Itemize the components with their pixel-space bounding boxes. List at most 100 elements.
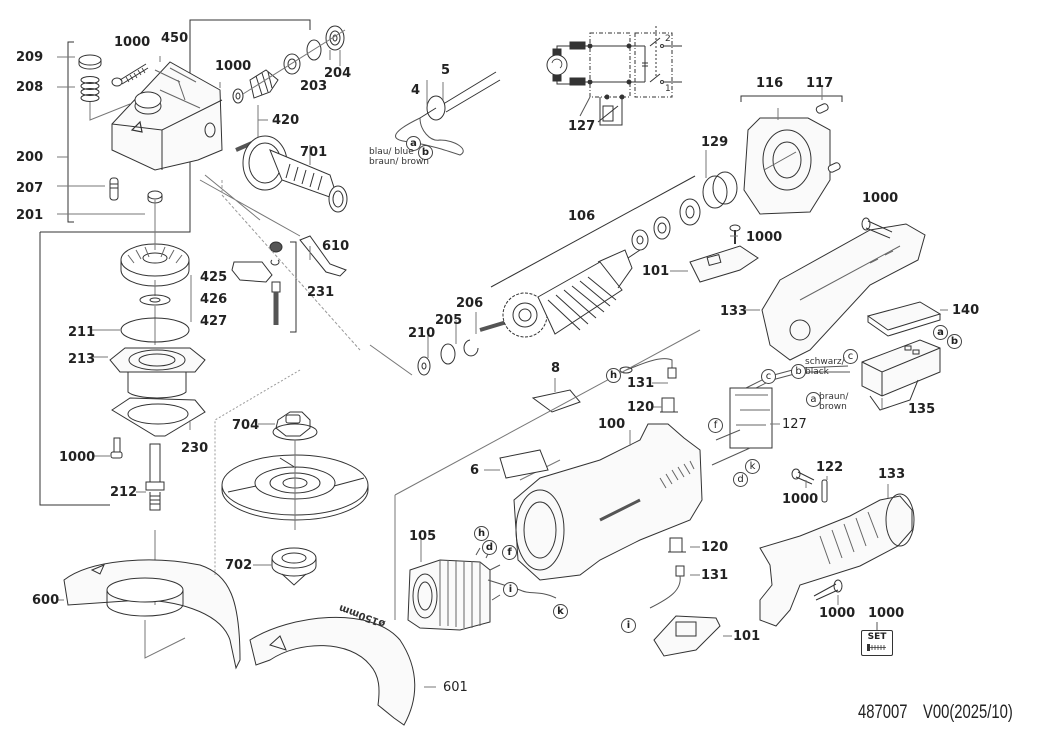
gear-housing-200-icon	[111, 61, 223, 171]
document-version: V00(2025/10)	[923, 702, 1013, 723]
connector-marker-k: k	[553, 604, 568, 619]
part-label-120-lower: 120	[701, 540, 729, 555]
part-label-101-top: 101	[642, 264, 670, 279]
part-label-135: 135	[908, 402, 936, 417]
part-label-127-schematic: 127	[568, 119, 596, 134]
switch-position-1: 1	[665, 84, 671, 94]
shaft-washers-icon	[369, 339, 479, 376]
wheel-group-box	[214, 369, 301, 575]
part-label-120-top: 120	[627, 400, 655, 415]
part-426-washer-icon	[139, 294, 171, 306]
part-label-1000-screw: 1000	[114, 35, 151, 50]
part-label-105: 105	[409, 529, 437, 544]
part-label-5: 5	[441, 63, 451, 78]
part-label-133-grip: 133	[878, 467, 906, 482]
part-label-207: 207	[16, 181, 44, 196]
bracket-106	[490, 175, 696, 288]
part-label-100: 100	[598, 417, 626, 432]
guard-601-icon	[249, 616, 416, 726]
part-label-427: 427	[200, 314, 228, 329]
part-label-211: 211	[68, 325, 96, 340]
switch-135-icon	[861, 339, 941, 411]
part-122-clip-icon	[821, 479, 828, 503]
stator-105-icon	[407, 547, 557, 631]
connector-marker-i: i	[503, 582, 518, 597]
part-label-203: 203	[300, 79, 328, 94]
connector-marker-f: f	[502, 545, 517, 560]
part-label-426: 426	[200, 292, 228, 307]
part-label-140: 140	[952, 303, 980, 318]
part-201-bushing-icon	[147, 190, 163, 204]
part-1000-screw-small-icon	[729, 224, 741, 244]
rear-grip-133-icon	[759, 493, 915, 627]
part-129-bearing-sleeve-icon	[702, 171, 738, 209]
end-housing-116-icon	[743, 117, 831, 215]
part-label-4: 4	[411, 83, 421, 98]
part-label-129: 129	[701, 135, 729, 150]
part-label-1000-handle-screw: 1000	[862, 191, 899, 206]
connector-marker-b-harness: b	[791, 364, 806, 379]
part-203-ring-icon	[306, 39, 322, 61]
part-label-131-lower: 131	[701, 568, 729, 583]
connector-marker-b-switch: b	[947, 334, 962, 349]
assembly-axis	[394, 329, 701, 496]
switch-position-2: 2	[665, 34, 671, 44]
bracket-gear-assembly	[39, 232, 110, 506]
bearing-flange-213-icon	[109, 347, 206, 399]
part-label-1000-grip-screw: 1000	[819, 606, 856, 621]
spindle-212-icon	[145, 443, 165, 511]
brush-cover-101-lower-icon	[653, 615, 721, 657]
part-label-213: 213	[68, 352, 96, 367]
part-label-131-top: 131	[627, 376, 655, 391]
part-1000-screw-handle-icon	[861, 217, 893, 239]
part-label-209: 209	[16, 50, 44, 65]
part-label-600: 600	[32, 593, 60, 608]
part-211-oring-icon	[120, 317, 190, 343]
connector-marker-d-harness: d	[733, 472, 748, 487]
leader-208	[89, 102, 131, 121]
part-label-701: 701	[300, 145, 328, 160]
screw-set-badge: SET	[861, 630, 893, 656]
wire-label-schwarz-black: schwarz/black	[805, 357, 845, 377]
wire-label-braun-brown: braun/brown	[819, 392, 849, 412]
carbon-brush-131-icon	[619, 358, 677, 379]
connector-marker-a-harness: a	[806, 392, 821, 407]
brush-holder-120-icon	[660, 397, 678, 413]
label-8-icon	[531, 389, 581, 413]
flange-702-icon	[271, 547, 317, 586]
motor-housing-100-icon	[513, 423, 703, 581]
part-label-212: 212	[110, 485, 138, 500]
wire-harness-127-icon	[711, 365, 850, 466]
part-1000-screw-grip-icon	[813, 579, 843, 601]
part-label-601: 601	[443, 680, 468, 695]
document-number: 487007	[858, 702, 908, 723]
connector-marker-i-lower: i	[621, 618, 636, 633]
power-cord-icon	[395, 71, 501, 156]
part-label-702: 702	[225, 558, 253, 573]
spindle-lock-231-icon	[231, 241, 283, 325]
bracket-116	[740, 95, 843, 102]
part-204-bearing-icon	[325, 25, 345, 51]
armature-106-icon	[479, 249, 641, 338]
side-handle-701-icon	[235, 135, 348, 213]
part-label-122: 122	[816, 460, 844, 475]
leader-lines	[57, 50, 948, 688]
lever-610-icon	[299, 235, 347, 277]
wiring-schematic	[546, 26, 682, 126]
connector-marker-k-harness: k	[745, 459, 760, 474]
part-label-101-lower: 101	[733, 629, 761, 644]
screw-set-icon	[867, 644, 886, 651]
part-label-230: 230	[181, 441, 209, 456]
carbon-brush-131-lower-icon	[649, 565, 685, 609]
part-1000-nut-icon	[232, 88, 244, 104]
part-label-1000-nut: 1000	[215, 59, 252, 74]
part-label-204: 204	[324, 66, 352, 81]
part-label-1000-cover-screw: 1000	[746, 230, 783, 245]
part-label-106: 106	[568, 209, 596, 224]
part-label-231: 231	[307, 285, 335, 300]
pad-140-icon	[866, 301, 942, 337]
part-label-1000-flange-screw: 1000	[59, 450, 96, 465]
wire-label-brown: braun/ brown	[369, 157, 430, 167]
part-label-127-harness: 127	[782, 417, 807, 432]
